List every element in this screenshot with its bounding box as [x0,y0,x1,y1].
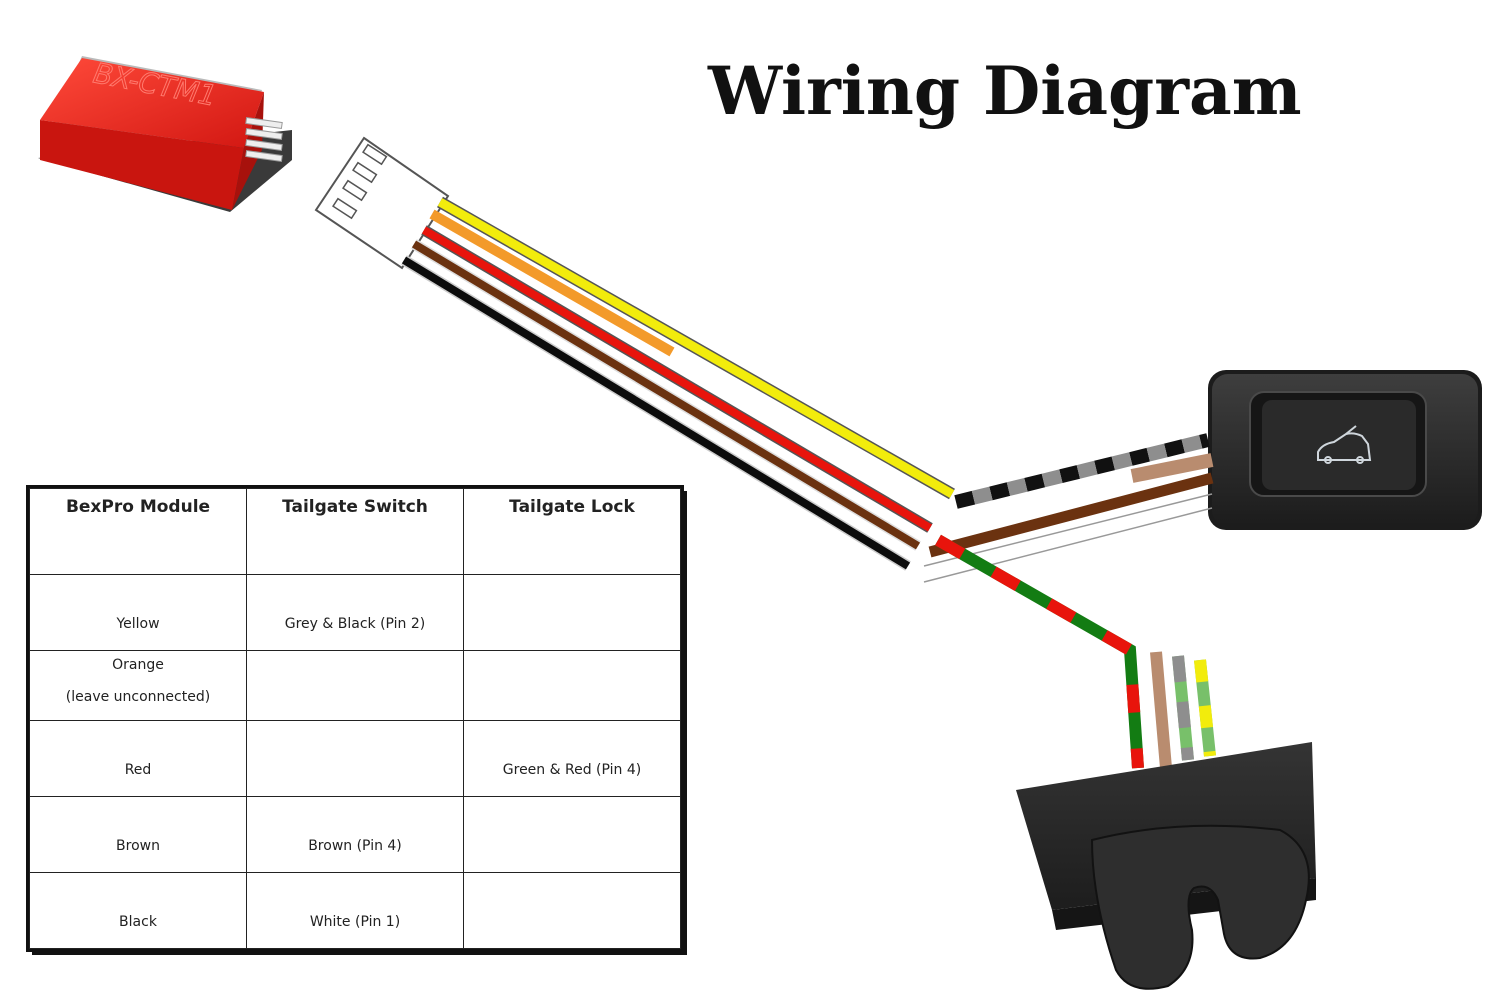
cell-lock [463,574,681,651]
cell-module: Orange (leave unconnected) [29,650,247,721]
cell-module-name: Orange [112,657,164,673]
table-row: Black White (Pin 1) [29,872,681,949]
table-row: Red Green & Red (Pin 4) [29,720,681,797]
cell-module-note: (leave unconnected) [65,689,211,705]
cell-lock [463,650,681,721]
diagram-title: Wiring Diagram [708,52,1302,130]
cell-module: Brown [29,796,247,873]
trunk-icon [1317,425,1372,464]
cell-switch: Grey & Black (Pin 2) [246,574,464,651]
cell-lock: Green & Red (Pin 4) [463,720,681,797]
table-row: Brown Brown (Pin 4) [29,796,681,873]
cell-module: Red [29,720,247,797]
bexpro-module: BX-CTM1 [38,56,292,212]
module-pin-header [245,116,283,163]
tailgate-lock [1016,742,1316,990]
cell-switch: White (Pin 1) [246,872,464,949]
header-switch: Tailgate Switch [246,488,464,575]
cell-switch [246,650,464,721]
lock-wire [935,534,1144,769]
cell-switch [246,720,464,797]
tailgate-switch [1208,370,1482,530]
orange-wire [429,209,675,357]
cell-module: Yellow [29,574,247,651]
harness-connector [314,136,450,270]
cell-switch: Brown (Pin 4) [246,796,464,873]
cell-module: Black [29,872,247,949]
table-header-row: BexPro Module Tailgate Switch Tailgate L… [29,488,681,575]
lock-wires [1150,651,1216,769]
table-row: Yellow Grey & Black (Pin 2) [29,574,681,651]
harness-wires [401,196,955,571]
cell-lock [463,796,681,873]
header-lock: Tailgate Lock [463,488,681,575]
wiring-table: BexPro Module Tailgate Switch Tailgate L… [26,485,687,955]
header-module: BexPro Module [29,488,247,575]
cell-lock [463,872,681,949]
table-row: Orange (leave unconnected) [29,650,681,721]
